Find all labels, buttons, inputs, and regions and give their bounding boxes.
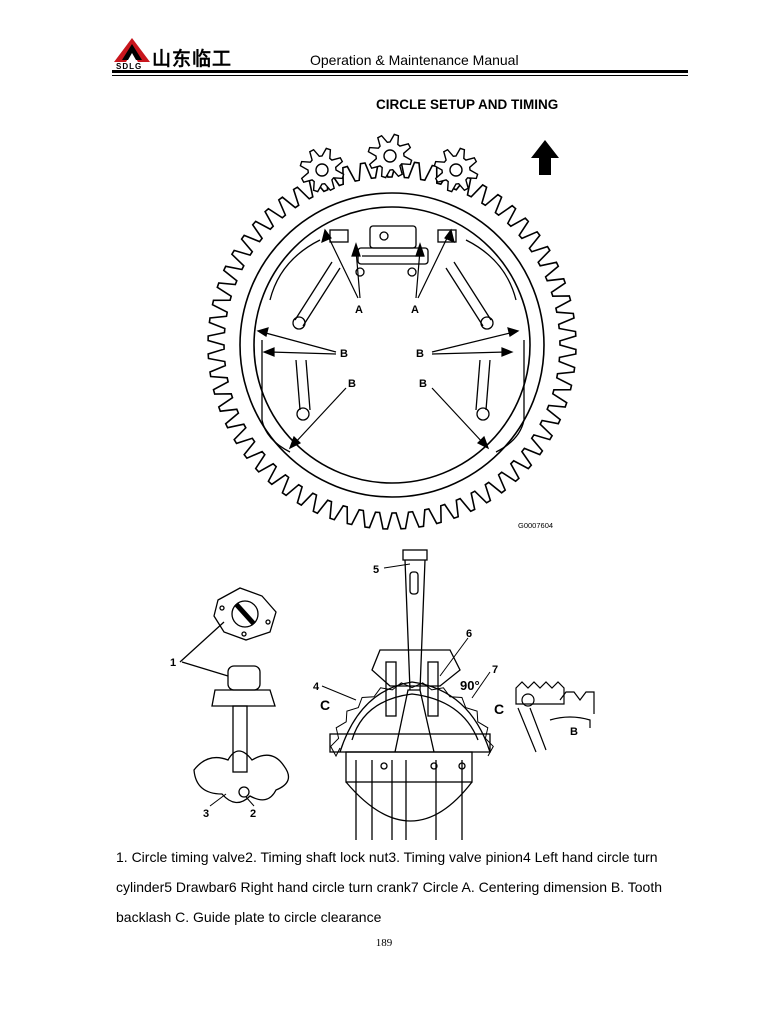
label-a-left: A xyxy=(355,304,363,316)
ring-gear-teeth xyxy=(207,160,577,530)
callout-2: 2 xyxy=(250,808,256,820)
label-b-detail: B xyxy=(570,726,578,738)
callout-1: 1 xyxy=(170,657,176,669)
dimension-arrows xyxy=(256,228,520,450)
page-number: 189 xyxy=(375,937,393,949)
ring-gear xyxy=(207,160,577,530)
header-rule-thin xyxy=(112,75,688,76)
drawbar-frame xyxy=(329,225,457,277)
label-a-right: A xyxy=(411,304,419,316)
pinion-gear xyxy=(433,147,479,193)
pinion-gear xyxy=(367,133,413,179)
angle-label: 90° xyxy=(460,678,480,693)
label-b-right: B xyxy=(416,348,424,360)
pinion-gears xyxy=(299,133,479,193)
figure-caption: 1. Circle timing valve2. Timing shaft lo… xyxy=(116,849,663,925)
logo-chinese-text: 山东临工 xyxy=(152,48,233,70)
figure-code: G0007604 xyxy=(518,521,553,530)
callout-6: 6 xyxy=(466,628,472,640)
ring-inner-edge xyxy=(239,192,545,498)
label-c-left: C xyxy=(320,697,330,713)
forward-arrow-icon xyxy=(531,140,559,175)
label-b-lower-left: B xyxy=(348,378,356,390)
callout-5: 5 xyxy=(373,564,379,576)
callout-7: 7 xyxy=(492,664,498,676)
manual-title: Operation & Maintenance Manual xyxy=(310,52,519,68)
pinion-detail xyxy=(515,681,595,753)
logo-english-text: SDLG xyxy=(116,62,143,71)
turn-cylinders xyxy=(261,239,525,453)
drawbar-assembly xyxy=(329,549,491,840)
label-c-right: C xyxy=(494,701,504,717)
circle-teeth-middle xyxy=(330,682,494,758)
sdlg-logo: 山东临工 SDLG xyxy=(114,38,244,74)
timing-valve-assembly xyxy=(179,587,290,804)
label-b-left: B xyxy=(340,348,348,360)
callout-4: 4 xyxy=(313,681,320,693)
header-rule xyxy=(112,70,688,73)
callout-3: 3 xyxy=(203,808,209,820)
logo-triangle-icon xyxy=(114,38,150,62)
pinion-gear xyxy=(299,147,345,193)
section-title: CIRCLE SETUP AND TIMING xyxy=(376,97,559,112)
label-b-lower-right: B xyxy=(419,378,427,390)
ring-inner-rim xyxy=(253,206,531,484)
